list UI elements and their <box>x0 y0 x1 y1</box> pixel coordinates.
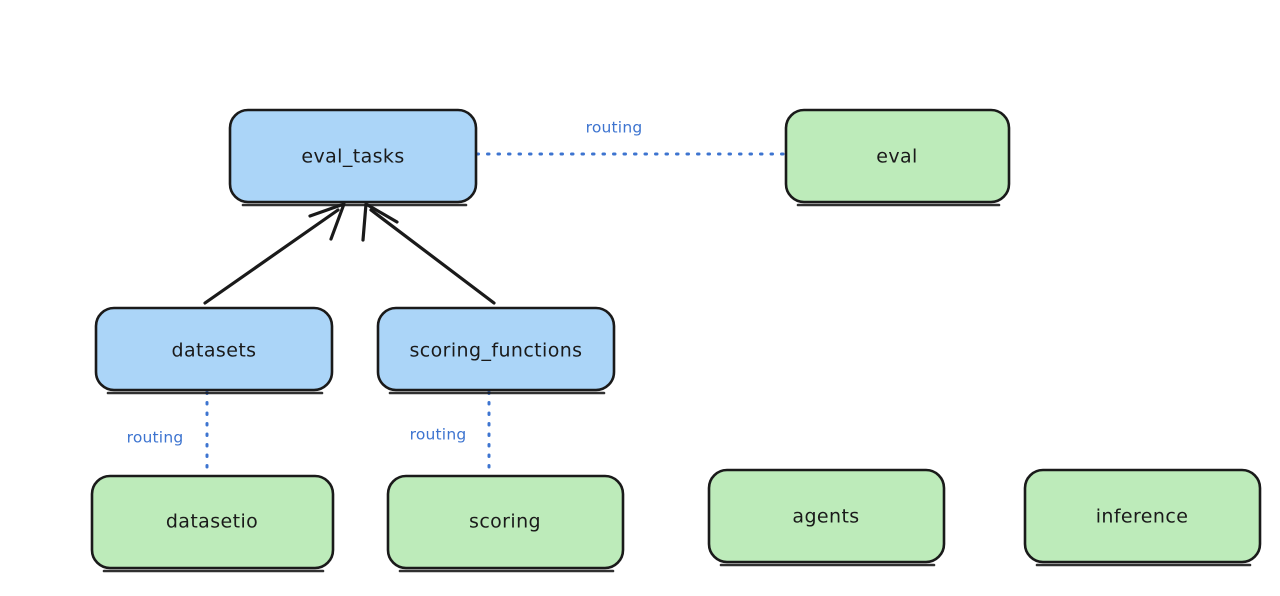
edge-label-layer: routing routing routing <box>127 119 643 447</box>
edge-agents-eval-path <box>824 210 882 468</box>
edge-scoring-functions-to-eval-tasks <box>361 202 496 305</box>
node-agents[interactable]: agents <box>707 468 946 567</box>
edge-datasets-evaltasks-path <box>203 208 340 305</box>
edge-label-routing-datasets-datasetio: routing <box>127 429 184 447</box>
node-inference[interactable]: inference <box>1023 468 1262 567</box>
node-datasets-box <box>94 306 334 392</box>
node-eval-box <box>784 108 1011 204</box>
edge-inference-eval-arrowhead <box>905 204 937 235</box>
node-datasetio-box <box>90 474 335 570</box>
node-eval[interactable]: eval <box>784 108 1011 207</box>
node-agents-label: agents <box>792 506 859 528</box>
node-eval-tasks[interactable]: eval_tasks <box>228 108 478 207</box>
edge-inference-eval-path <box>912 210 1130 468</box>
node-eval-tasks-label: eval_tasks <box>301 146 404 168</box>
node-agents-box <box>707 468 946 564</box>
node-layer: eval_tasks eval datasets scoring_functio… <box>90 108 1262 573</box>
edge-scoringfn-evaltasks-path <box>369 208 496 305</box>
edge-scoringfn-evaltasks-arrowhead <box>361 202 399 242</box>
node-eval-tasks-box <box>228 108 478 204</box>
node-datasetio-label: datasetio <box>166 511 258 533</box>
edge-label-routing-eval-tasks-eval: routing <box>586 119 643 137</box>
node-scoring-functions-label: scoring_functions <box>410 340 583 362</box>
node-scoring-box <box>386 474 625 570</box>
edge-inference-to-eval <box>905 204 1130 468</box>
node-inference-label: inference <box>1096 506 1189 528</box>
node-datasets[interactable]: datasets <box>94 306 334 395</box>
node-inference-box <box>1023 468 1262 564</box>
edge-datasetio-eval-arrowhead <box>869 76 892 97</box>
edge-layer <box>203 76 1130 478</box>
node-scoring-functions-box <box>376 306 616 392</box>
node-datasets-label: datasets <box>172 340 257 362</box>
edge-scoring-eval-arrowhead <box>832 204 864 233</box>
edge-agents-to-eval <box>824 203 894 468</box>
node-scoring-functions[interactable]: scoring_functions <box>376 306 616 395</box>
node-scoring-label: scoring <box>469 511 541 533</box>
edge-datasets-to-eval-tasks <box>203 202 346 305</box>
edge-agents-eval-arrowhead <box>869 203 894 233</box>
node-datasetio[interactable]: datasetio <box>90 474 335 573</box>
edge-label-routing-scoring-functions-scoring: routing <box>410 426 467 444</box>
node-eval-label: eval <box>876 146 917 168</box>
node-scoring[interactable]: scoring <box>386 474 625 573</box>
